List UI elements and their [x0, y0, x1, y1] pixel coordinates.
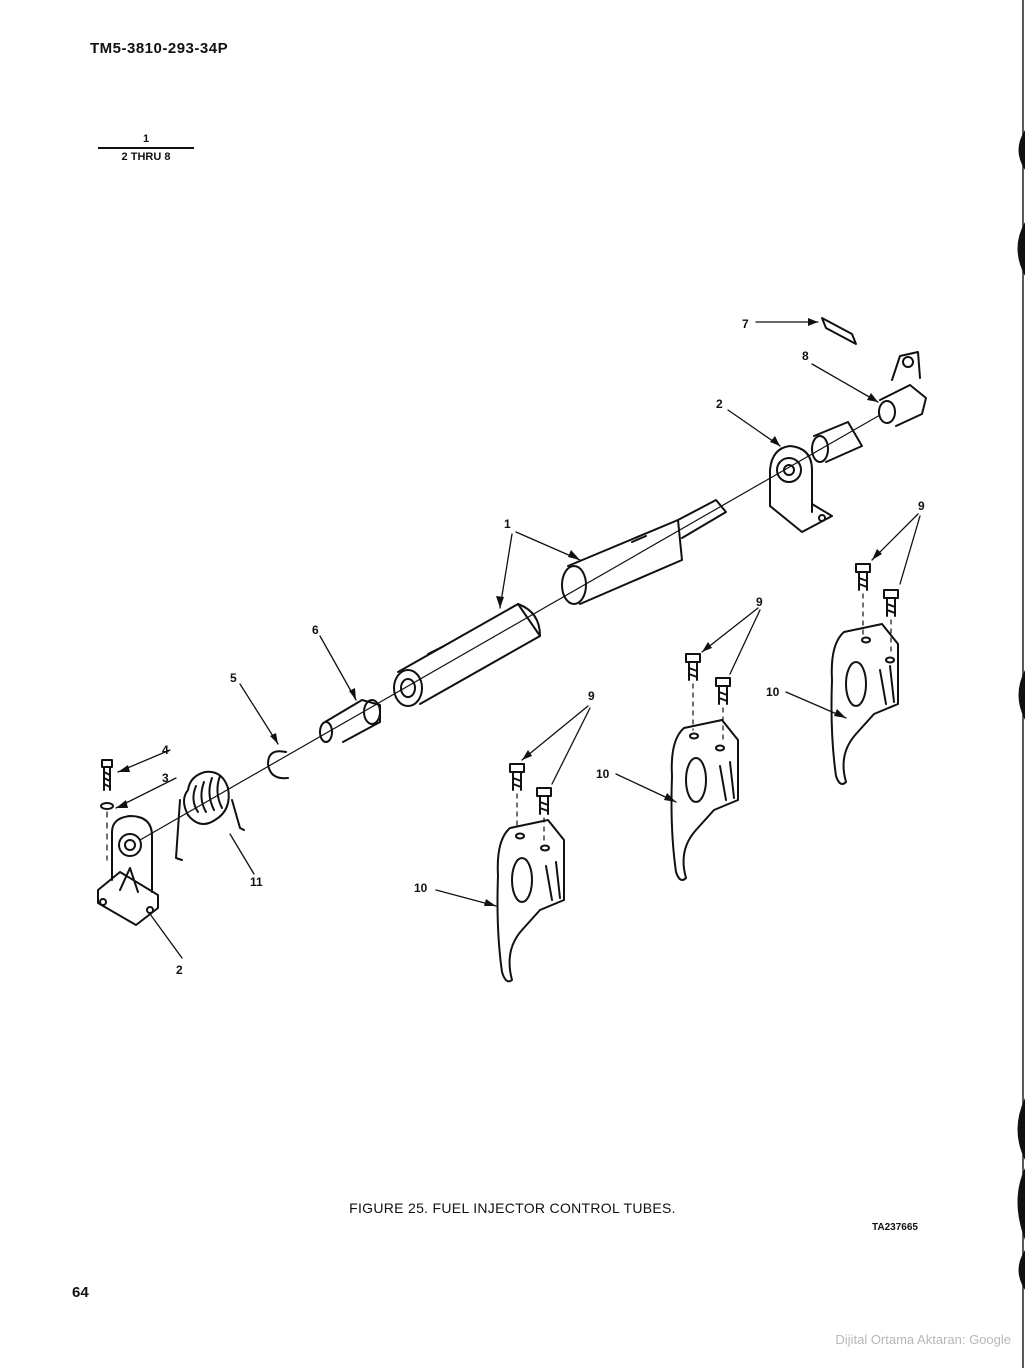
- lever-part-left: [496, 819, 565, 983]
- screw-9-axis-lines: [516, 593, 892, 843]
- lever-part-middle: [670, 719, 739, 881]
- callout-label-upper-bracket: 2: [716, 397, 723, 411]
- digitization-watermark: Dijital Ortama Aktaran: Google: [835, 1332, 1011, 1347]
- callout-label-pin: 7: [742, 317, 749, 331]
- callout-label-screw: 4: [162, 743, 169, 757]
- callout-label-lever-right: 10: [766, 685, 780, 699]
- control-tube-lower: [393, 603, 541, 707]
- legend-denominator: 2 THRU 8: [121, 151, 171, 163]
- control-tube-upper: [561, 499, 727, 605]
- callout-leader-lines: [115, 321, 921, 959]
- assembly-legend: 1 2 THRU 8: [96, 132, 196, 165]
- callout-label-clevis: 8: [802, 349, 809, 363]
- callout-label-retaining-ring: 5: [230, 671, 237, 685]
- callout-label-shaft-end: 6: [312, 623, 319, 637]
- clevis-part: [878, 351, 927, 427]
- page-number: 64: [72, 1284, 89, 1301]
- legend-numerator: 1: [142, 133, 150, 145]
- callout-label-screw-9-middle: 9: [756, 595, 763, 609]
- left-bracket-part: [97, 815, 159, 926]
- lever-part-right: [830, 623, 899, 785]
- callout-label-washer: 3: [162, 771, 169, 785]
- callout-label-screw-9-left: 9: [588, 689, 595, 703]
- callout-arrowheads: [116, 318, 882, 906]
- shaft-end-part: [319, 699, 381, 743]
- assembly-axis-line: [139, 414, 881, 841]
- screw-part-4: [101, 759, 113, 791]
- washer-part: [100, 802, 114, 810]
- callout-label-screw-9-right: 9: [918, 499, 925, 513]
- retaining-ring-part: [267, 750, 289, 780]
- callout-label-lever-middle: 10: [596, 767, 610, 781]
- legend-divider: [98, 147, 194, 149]
- screw-part-9: [509, 563, 899, 815]
- figure-caption: FIGURE 25. FUEL INJECTOR CONTROL TUBES.: [349, 1200, 676, 1216]
- callout-label-lower-bracket: 2: [176, 963, 183, 977]
- binding-edge-marks: [1017, 0, 1025, 1368]
- bushing-part: [811, 421, 863, 463]
- document-id: TM5-3810-293-34P: [90, 40, 229, 57]
- callout-label-lever-left: 10: [414, 881, 428, 895]
- art-reference-code: TA237665: [872, 1222, 918, 1233]
- torsion-spring-part: [175, 770, 245, 861]
- upper-bracket-part: [769, 445, 833, 533]
- callout-label-tube: 1: [504, 517, 511, 531]
- pin-part: [821, 317, 857, 345]
- callout-label-spring: 11: [250, 875, 263, 889]
